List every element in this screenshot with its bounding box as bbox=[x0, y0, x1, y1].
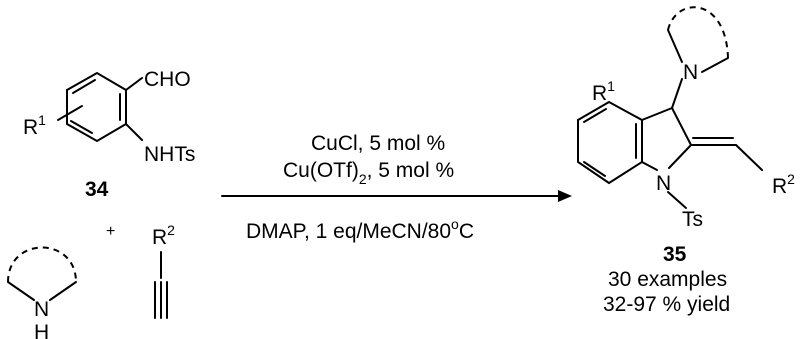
r2-label-alkyne: R2 bbox=[152, 222, 175, 249]
amine-ring-dashed bbox=[7, 246, 77, 283]
reaction-arrow-group: CuCl, 5 mol % Cu(OTf)2, 5 mol % DMAP, 1 … bbox=[221, 132, 572, 243]
r1-label-35: R1 bbox=[592, 78, 615, 105]
r2-bond-35 bbox=[735, 144, 763, 171]
product-amine-bond-left bbox=[667, 29, 683, 63]
aldehyde-label: CHO bbox=[144, 68, 191, 91]
product-amine-n-label: N bbox=[683, 61, 698, 84]
c3-amine-bond bbox=[671, 78, 683, 109]
aromatic-bond-34c bbox=[72, 79, 96, 94]
r1-bond-34 bbox=[57, 105, 83, 121]
benzene-ring-34 bbox=[66, 71, 127, 143]
condition-line-2: Cu(OTf)2, 5 mol % bbox=[283, 159, 454, 187]
yield-range: 32-97 % yield bbox=[603, 293, 730, 316]
alkyne-reactant: R2 bbox=[152, 222, 175, 319]
r2-label-35: R2 bbox=[772, 171, 795, 198]
indoline-bond-c2-n bbox=[668, 144, 692, 169]
ts-label-35: Ts bbox=[682, 208, 703, 231]
r1-label-34: R1 bbox=[23, 112, 46, 139]
cho-bond bbox=[125, 77, 143, 91]
examples-count: 30 examples bbox=[608, 268, 727, 291]
condition-line-1: CuCl, 5 mol % bbox=[311, 132, 445, 155]
indoline-bond-n-c7a bbox=[641, 161, 658, 171]
indoline-bond-c3-c2 bbox=[671, 107, 692, 146]
aromatic-bond-35c bbox=[583, 108, 607, 123]
nhts-bond bbox=[125, 123, 143, 141]
compound-number-34: 34 bbox=[85, 178, 109, 201]
indoline-bond-c3a-c3 bbox=[641, 107, 673, 121]
aromatic-bond-35b bbox=[583, 161, 606, 177]
amine-bond-right bbox=[49, 281, 77, 301]
product-amine-bond-right bbox=[701, 57, 729, 73]
aromatic-bond-34b bbox=[70, 120, 93, 134]
plus-sign: + bbox=[106, 223, 115, 240]
benzene-ring-35 bbox=[577, 100, 643, 185]
amine-reactant: N H bbox=[7, 246, 77, 339]
reactant-34: CHO NHTs R1 34 bbox=[23, 68, 195, 201]
amine-h-label: H bbox=[34, 321, 49, 339]
condition-line-3: DMAP, 1 eq/MeCN/80oC bbox=[246, 216, 474, 243]
compound-number-35: 35 bbox=[663, 243, 687, 266]
reaction-arrowhead bbox=[558, 190, 572, 202]
n-ts-bond bbox=[667, 191, 687, 209]
nhts-label: NHTs bbox=[144, 143, 195, 166]
amine-n-label: N bbox=[34, 298, 49, 321]
product-ring-n-label: N bbox=[656, 172, 671, 195]
product-35: N N Ts R1 R2 35 30 examples 32-97 % yiel… bbox=[577, 6, 795, 316]
product-amine-ring-dashed bbox=[667, 6, 729, 59]
amine-bond-left bbox=[7, 281, 35, 301]
